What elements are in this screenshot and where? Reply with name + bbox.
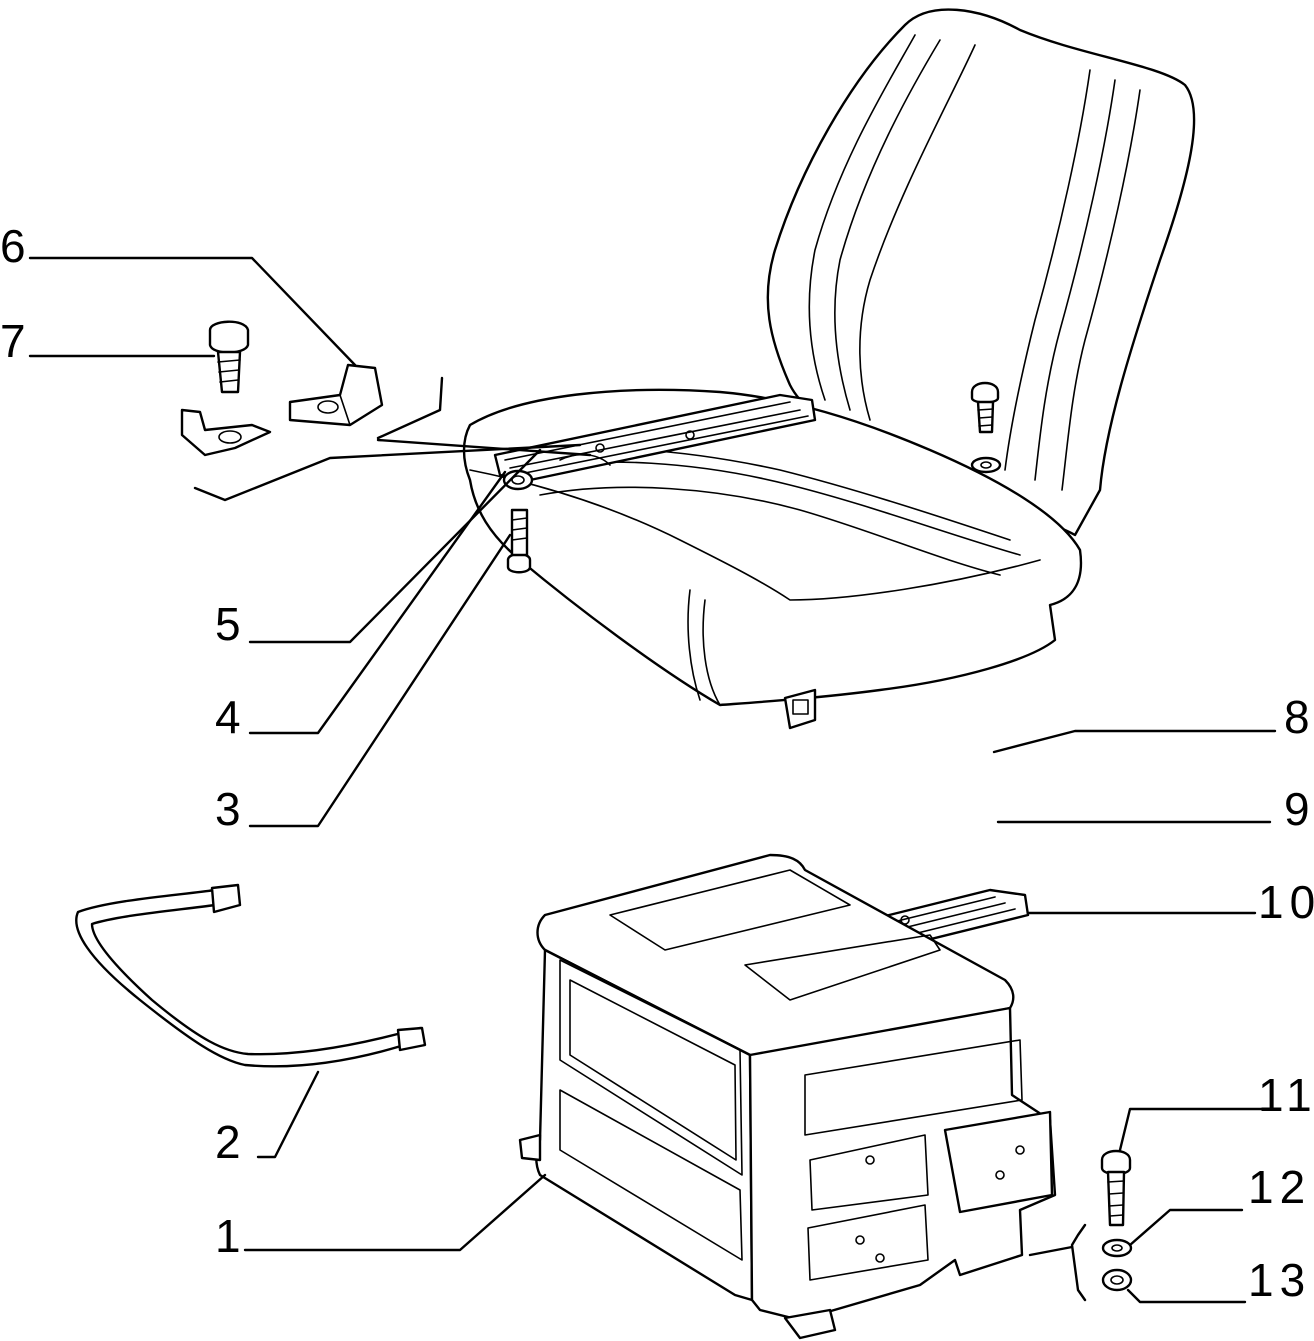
callout-8: 8	[1284, 691, 1310, 743]
slide-rail-upper	[493, 393, 817, 482]
callout-9: 9	[1284, 783, 1310, 835]
seat-assembly	[462, 8, 1196, 730]
mounting-brackets	[180, 320, 384, 457]
callout-3: 3	[215, 783, 241, 835]
callout-6: 6	[0, 220, 26, 272]
nut-and-bolt-left	[502, 469, 534, 574]
seat-base-frame	[518, 853, 1057, 1340]
callout-7: 7	[0, 315, 26, 367]
assembly-lines	[193, 376, 592, 502]
callout-4: 4	[215, 691, 241, 743]
callout-10: 10	[1258, 876, 1314, 928]
release-lever-rod	[75, 883, 427, 1068]
leader-lines	[28, 256, 1277, 1304]
callout-12: 12	[1248, 1161, 1311, 1213]
callout-1: 1	[215, 1210, 241, 1262]
bolt-washer-nut-group	[1028, 1149, 1133, 1302]
callout-13: 13	[1248, 1254, 1311, 1306]
callout-11: 11	[1258, 1069, 1314, 1121]
callout-5: 5	[215, 598, 241, 650]
bolt-and-washer-right	[970, 381, 1002, 474]
callout-2: 2	[215, 1116, 241, 1168]
